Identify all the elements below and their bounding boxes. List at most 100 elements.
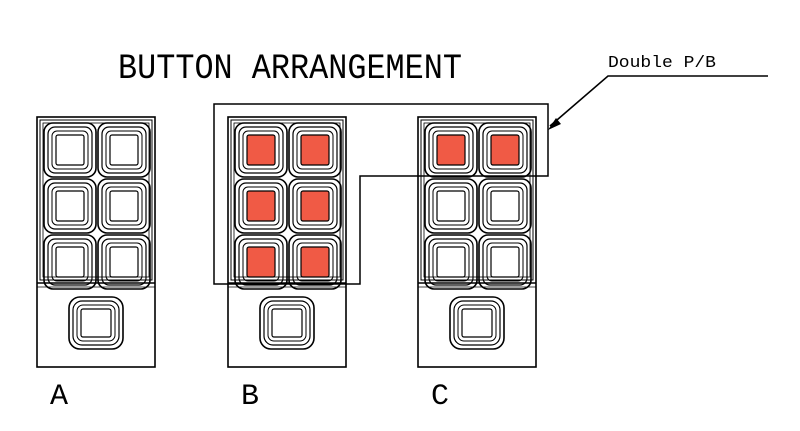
callout-arrowhead [548,118,561,130]
push-button [234,234,288,290]
button-bezel-inner [486,130,524,170]
button-face [109,246,139,278]
lower-button-face [461,308,493,338]
push-button [234,122,288,178]
lower-button-bezel-middle [453,300,501,346]
lower-button-bezel-inner [267,304,307,342]
button-bezel-outer [234,178,288,234]
panel-label-c: C [431,380,449,414]
button-bezel-outer [478,122,532,178]
button-face-highlighted [246,246,276,278]
lower-button-bezel-inner [76,304,116,342]
panel-c: C [417,116,537,414]
button-bezel-inner [432,130,470,170]
button-bezel-middle [482,238,528,286]
button-bezel-inner [51,186,89,226]
push-button [43,122,97,178]
lower-button-bezel-outer [68,296,124,350]
button-bezel-inner [296,186,334,226]
button-face [55,246,85,278]
double-push-button-outline [213,103,549,285]
button-bezel-middle [428,238,474,286]
button-face-highlighted [300,246,330,278]
button-bezel-outer [288,234,342,290]
panel-label-b: B [241,380,259,414]
button-bezel-middle [238,182,284,230]
lower-button-bezel-middle [263,300,311,346]
button-bezel-inner [486,242,524,282]
button-bezel-outer [478,178,532,234]
diagram-title: BUTTON ARRANGEMENT [118,49,462,89]
button-face [109,134,139,166]
button-bezel-middle [47,238,93,286]
button-bezel-middle [238,238,284,286]
button-face [109,190,139,222]
button-bezel-outer [97,122,151,178]
button-face-highlighted [246,190,276,222]
push-button [424,234,478,290]
push-button [478,234,532,290]
button-bezel-outer [478,234,532,290]
button-face-highlighted [436,134,466,166]
button-bezel-inner [296,242,334,282]
push-button [288,234,342,290]
panel-housing [36,116,156,368]
button-bezel-middle [482,126,528,174]
button-bezel-outer [234,122,288,178]
button-face [55,190,85,222]
panel-housing [417,116,537,368]
button-face-highlighted [246,134,276,166]
push-button [424,178,478,234]
button-bezel-inner [105,186,143,226]
button-face [490,246,520,278]
button-bezel-inner [486,186,524,226]
push-button [424,122,478,178]
button-bezel-middle [101,182,147,230]
push-button [288,178,342,234]
button-bezel-middle [428,182,474,230]
button-bezel-inner [242,186,280,226]
panel-label-a: A [50,380,68,414]
button-face [436,190,466,222]
button-bezel-inner [242,242,280,282]
push-button [478,178,532,234]
panel-a: A [36,116,156,414]
button-bezel-outer [97,234,151,290]
button-bezel-middle [292,182,338,230]
button-bezel-middle [101,238,147,286]
lower-push-button [68,296,124,350]
button-bezel-outer [288,178,342,234]
lower-push-button [259,296,315,350]
push-button [97,234,151,290]
button-bezel-outer [424,122,478,178]
lower-button-face [271,308,303,338]
push-button [97,178,151,234]
push-button [234,178,288,234]
panel-housing [227,116,347,368]
button-bezel-outer [97,178,151,234]
button-bezel-outer [424,234,478,290]
push-button [43,234,97,290]
callout-label: Double P/B [608,54,716,73]
push-button [97,122,151,178]
button-bezel-middle [47,182,93,230]
button-face-highlighted [300,190,330,222]
button-bezel-inner [432,242,470,282]
lower-button-bezel-outer [259,296,315,350]
button-bezel-middle [482,182,528,230]
button-bezel-middle [428,126,474,174]
button-bezel-inner [51,130,89,170]
button-face [490,190,520,222]
button-bezel-inner [242,130,280,170]
panel-group: A B C [36,116,537,414]
lower-button-bezel-middle [72,300,120,346]
button-bezel-middle [238,126,284,174]
button-face-highlighted [300,134,330,166]
lower-button-bezel-outer [449,296,505,350]
lower-button-bezel-inner [457,304,497,342]
button-bezel-middle [101,126,147,174]
lower-button-face [80,308,112,338]
button-bezel-inner [51,242,89,282]
button-bezel-middle [292,238,338,286]
